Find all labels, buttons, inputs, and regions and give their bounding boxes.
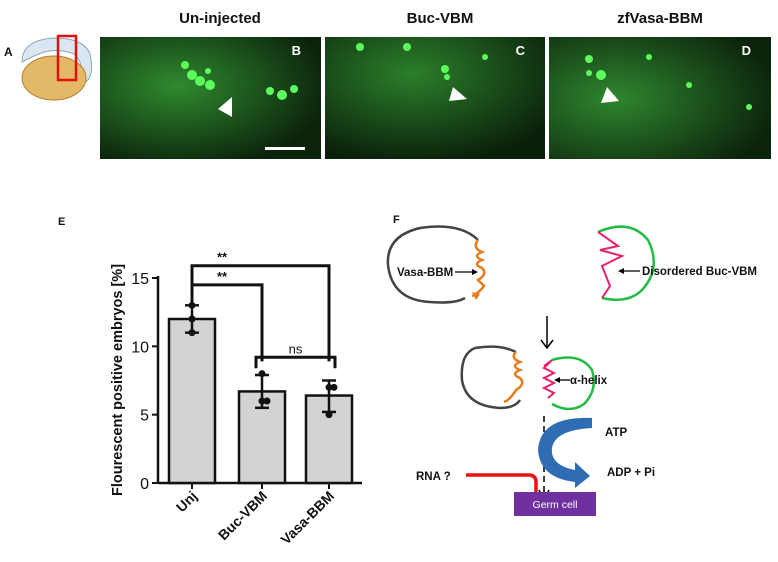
panel-label-c: C	[515, 43, 525, 58]
y-tick-label: 0	[140, 476, 149, 493]
significance-label: **	[217, 250, 228, 265]
panel-label-d: D	[741, 43, 751, 58]
micrograph-b: B	[100, 37, 321, 159]
micrograph-d: D	[549, 37, 771, 159]
y-axis-label: Flourescent positive embryos [%]	[110, 264, 126, 496]
significance-bracket	[190, 283, 264, 362]
title-buc-vbm: Buc-VBM	[406, 10, 474, 27]
disordered-buc-label: Disordered Buc-VBM	[642, 266, 757, 278]
buc-loop	[597, 225, 655, 301]
significance-label: ns	[289, 341, 303, 356]
germ-cell-box	[514, 492, 596, 516]
data-point	[258, 397, 266, 405]
mechanism-diagram: Vasa-BBM Disordered Buc-VBM α-helix ATP …	[386, 225, 757, 516]
atp-hydrolysis-arrow-icon	[538, 417, 592, 488]
y-tick-label: 15	[131, 271, 149, 288]
bar-unj	[167, 317, 217, 485]
germ-cell-label: Germ cell	[533, 499, 578, 511]
significance-label: **	[217, 269, 228, 284]
panel-label-f: F	[393, 214, 400, 226]
rna-label: RNA ?	[416, 471, 451, 483]
data-point	[188, 329, 196, 337]
alpha-helix-label: α-helix	[570, 375, 608, 387]
x-tick-label: Buc-VBM	[215, 488, 270, 543]
x-tick-label: Unj	[173, 488, 200, 515]
y-tick-label: 10	[131, 339, 149, 356]
vasa-bbm-label: Vasa-BBM	[397, 267, 453, 279]
data-point	[330, 383, 338, 391]
vbm-disordered	[597, 231, 625, 299]
title-uninjected: Un-injected	[179, 10, 261, 27]
data-point	[325, 411, 333, 419]
atp-label: ATP	[605, 427, 627, 439]
vasa-loop	[386, 225, 479, 304]
y-tick-label: 5	[140, 408, 149, 425]
data-point	[325, 383, 333, 391]
panel-label-b: B	[291, 43, 301, 58]
data-point	[188, 301, 196, 309]
significance-bracket	[254, 355, 337, 369]
data-point	[263, 397, 271, 405]
panel-label-a: A	[4, 45, 13, 59]
micrograph-c: C	[325, 37, 545, 159]
bbm-motif	[471, 239, 486, 298]
rna-arrow-icon	[466, 473, 538, 492]
x-tick-label: Vasa-BBM	[277, 488, 337, 548]
down-arrow-icon	[540, 339, 554, 350]
panel-label-e: E	[58, 216, 66, 228]
title-zfvasa-bbm: zfVasa-BBM	[617, 10, 703, 27]
data-point	[258, 370, 266, 378]
adp-label: ADP + Pi	[607, 467, 655, 479]
embryo-illustration	[21, 34, 93, 101]
data-point	[188, 315, 196, 323]
